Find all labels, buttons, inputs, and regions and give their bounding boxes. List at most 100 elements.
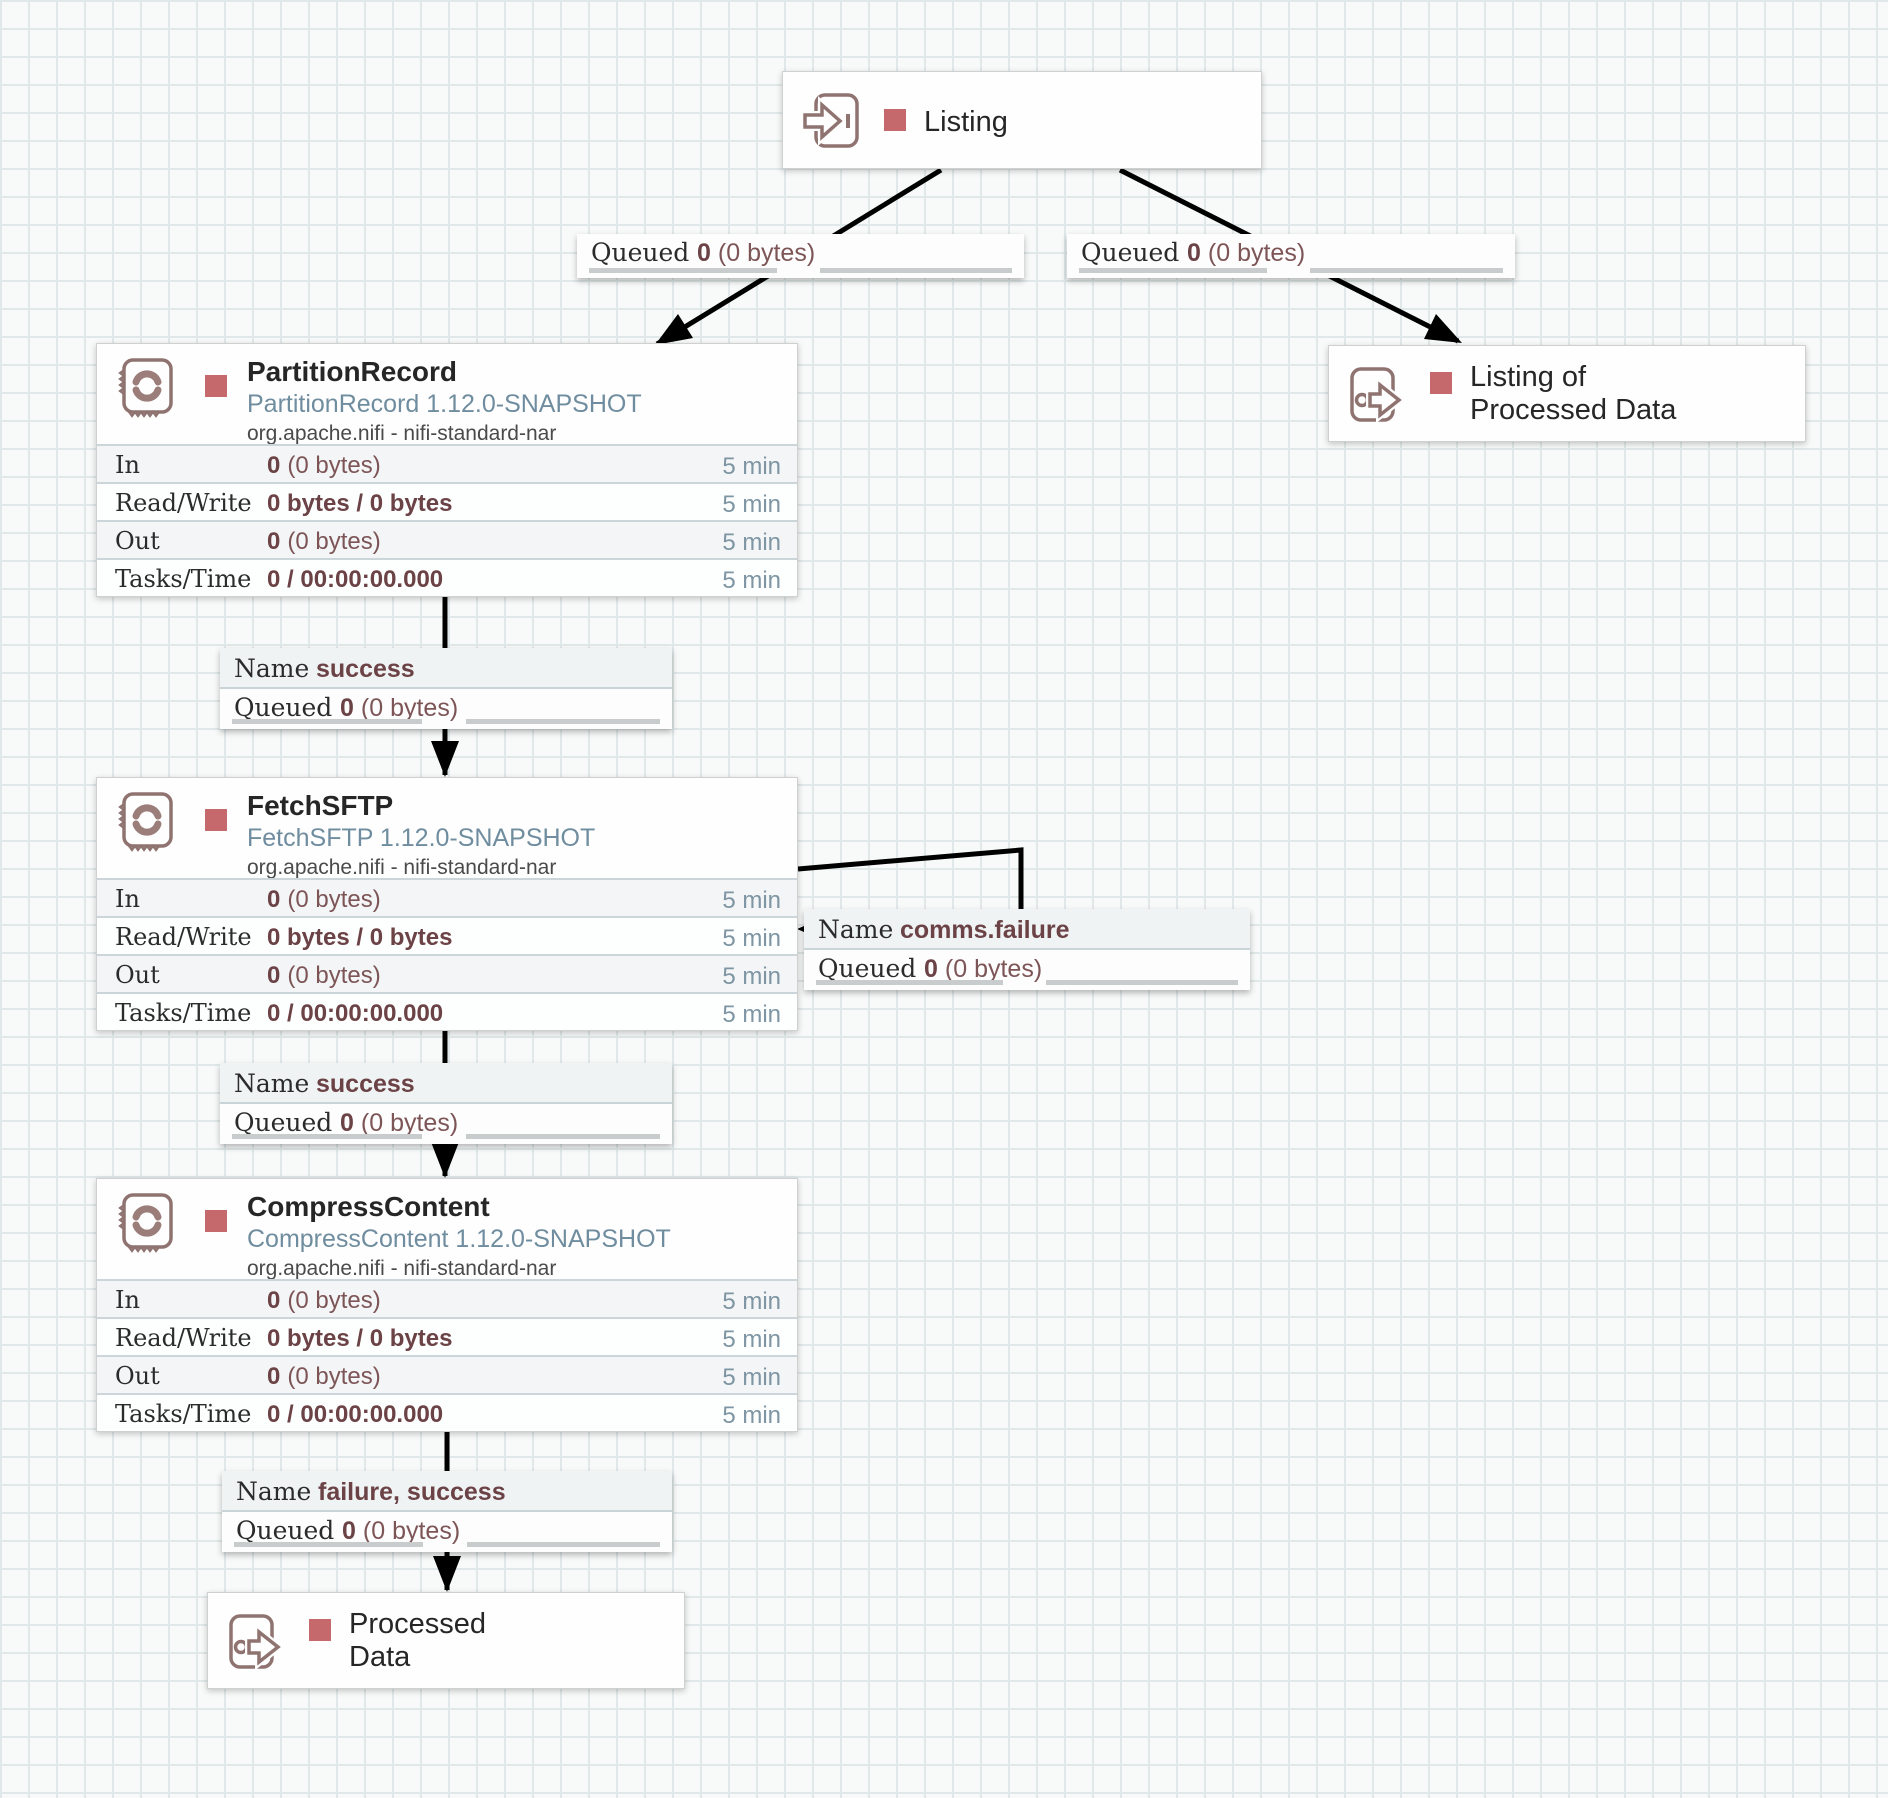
processor-type-version: CompressContent 1.12.0-SNAPSHOT bbox=[247, 1225, 671, 1253]
stat-row-read-write: Read/Write 0 bytes / 0 bytes 5 min bbox=[97, 916, 797, 954]
processor-fetchsftp[interactable]: FetchSFTP FetchSFTP 1.12.0-SNAPSHOT org.… bbox=[96, 777, 798, 1031]
connection-label-success-1[interactable]: Name success Queued 0(0 bytes) bbox=[220, 648, 672, 729]
processor-type-version: FetchSFTP 1.12.0-SNAPSHOT bbox=[247, 824, 596, 852]
stat-row-in: In 0(0 bytes) 5 min bbox=[97, 444, 797, 482]
stat-value: 0(0 bytes) bbox=[267, 1287, 381, 1314]
connection-label-failure-success[interactable]: Name failure, success Queued 0(0 bytes) bbox=[222, 1471, 672, 1552]
connection-label-comms-failure[interactable]: Name comms.failure Queued 0(0 bytes) bbox=[804, 909, 1250, 990]
queue-size-bar bbox=[466, 1542, 660, 1547]
stat-row-read-write: Read/Write 0 bytes / 0 bytes 5 min bbox=[97, 1317, 797, 1355]
processor-partitionrecord[interactable]: PartitionRecord PartitionRecord 1.12.0-S… bbox=[96, 343, 798, 597]
stat-row-out: Out 0(0 bytes) 5 min bbox=[97, 520, 797, 558]
stat-label: Out bbox=[115, 1362, 160, 1390]
name-label: Name bbox=[818, 915, 894, 944]
stat-window: 5 min bbox=[722, 453, 781, 480]
stat-window: 5 min bbox=[722, 963, 781, 990]
stat-label: Out bbox=[115, 961, 160, 989]
queued-row: Queued 0(0 bytes) bbox=[804, 950, 1250, 990]
stat-value: 0 / 00:00:00.000 bbox=[267, 566, 444, 593]
stat-value: 0 / 00:00:00.000 bbox=[267, 1401, 444, 1428]
arrowhead-icon bbox=[431, 1142, 459, 1178]
queue-count-bar bbox=[1079, 268, 1268, 273]
queue-count-bar bbox=[816, 980, 1004, 985]
queued-row: Queued 0(0 bytes) bbox=[220, 689, 672, 729]
processor-name: PartitionRecord bbox=[247, 356, 458, 387]
arrowhead-icon bbox=[1424, 314, 1462, 343]
stopped-status-icon bbox=[1430, 372, 1452, 394]
stopped-status-icon bbox=[205, 809, 227, 831]
port-name: Listing bbox=[924, 106, 1008, 138]
queue-count-bar bbox=[234, 1542, 423, 1547]
port-name: Listing of Processed Data bbox=[1470, 361, 1677, 426]
stat-label: In bbox=[115, 1286, 140, 1314]
queued-value: 0(0 bytes) bbox=[924, 955, 1043, 983]
stat-window: 5 min bbox=[722, 1402, 781, 1429]
stat-label: In bbox=[115, 885, 140, 913]
stat-label: Read/Write bbox=[115, 923, 252, 951]
stat-label: Read/Write bbox=[115, 489, 252, 517]
name-row: Name comms.failure bbox=[804, 909, 1250, 950]
connection-label-listing-to-partitionrecord[interactable]: Queued 0(0 bytes) bbox=[577, 234, 1024, 278]
queue-size-bar bbox=[465, 719, 660, 724]
queued-label: Queued bbox=[1081, 238, 1180, 267]
port-name: Processed Data bbox=[349, 1608, 487, 1673]
queued-label: Queued bbox=[234, 1108, 333, 1137]
queued-value: 0(0 bytes) bbox=[340, 694, 459, 722]
stat-window: 5 min bbox=[722, 529, 781, 556]
stat-label: Tasks/Time bbox=[115, 1400, 252, 1428]
processor-header: FetchSFTP FetchSFTP 1.12.0-SNAPSHOT org.… bbox=[97, 778, 797, 879]
queued-label: Queued bbox=[234, 693, 333, 722]
stat-value: 0(0 bytes) bbox=[267, 886, 381, 913]
stat-row-in: In 0(0 bytes) 5 min bbox=[97, 878, 797, 916]
processor-bundle: org.apache.nifi - nifi-standard-nar bbox=[247, 422, 557, 445]
stat-window: 5 min bbox=[722, 1364, 781, 1391]
stat-row-read-write: Read/Write 0 bytes / 0 bytes 5 min bbox=[97, 482, 797, 520]
stat-window: 5 min bbox=[722, 1001, 781, 1028]
processor-header: PartitionRecord PartitionRecord 1.12.0-S… bbox=[97, 344, 797, 445]
input-port-listing[interactable]: Listing bbox=[782, 71, 1262, 169]
stat-row-out: Out 0(0 bytes) 5 min bbox=[97, 954, 797, 992]
processor-type-version: PartitionRecord 1.12.0-SNAPSHOT bbox=[247, 390, 642, 418]
stat-window: 5 min bbox=[722, 887, 781, 914]
arrowhead-icon bbox=[431, 741, 459, 777]
output-port-icon bbox=[1349, 366, 1407, 424]
queued-label: Queued bbox=[236, 1516, 335, 1545]
name-label: Name bbox=[234, 654, 310, 683]
processor-compresscontent[interactable]: CompressContent CompressContent 1.12.0-S… bbox=[96, 1178, 798, 1432]
output-port-processed-data[interactable]: Processed Data bbox=[207, 1592, 685, 1689]
input-port-icon bbox=[803, 92, 861, 150]
stat-label: In bbox=[115, 451, 140, 479]
queued-row: Queued 0(0 bytes) bbox=[222, 1512, 672, 1552]
stopped-status-icon bbox=[205, 375, 227, 397]
processor-name: CompressContent bbox=[247, 1191, 490, 1222]
stat-label: Out bbox=[115, 527, 160, 555]
queued-row: Queued 0(0 bytes) bbox=[577, 234, 1024, 278]
arrowhead-icon bbox=[433, 1556, 461, 1592]
name-row: Name failure, success bbox=[222, 1471, 672, 1512]
stat-row-in: In 0(0 bytes) 5 min bbox=[97, 1279, 797, 1317]
queued-value: 0(0 bytes) bbox=[697, 239, 816, 267]
stat-label: Read/Write bbox=[115, 1324, 252, 1352]
queue-size-bar bbox=[1046, 980, 1238, 985]
stopped-status-icon bbox=[309, 1619, 331, 1641]
stat-value: 0(0 bytes) bbox=[267, 1363, 381, 1390]
queue-size-bar bbox=[465, 1134, 660, 1139]
name-row: Name success bbox=[220, 1063, 672, 1104]
queued-label: Queued bbox=[591, 238, 690, 267]
stat-window: 5 min bbox=[722, 1326, 781, 1353]
queued-value: 0(0 bytes) bbox=[340, 1109, 459, 1137]
queued-label: Queued bbox=[818, 954, 917, 983]
relationship-name: comms.failure bbox=[900, 916, 1070, 944]
queue-size-bar bbox=[1310, 268, 1503, 273]
relationship-name: success bbox=[316, 655, 415, 683]
stat-window: 5 min bbox=[722, 567, 781, 594]
connection-label-success-2[interactable]: Name success Queued 0(0 bytes) bbox=[220, 1063, 672, 1144]
processor-bundle: org.apache.nifi - nifi-standard-nar bbox=[247, 856, 557, 879]
stat-window: 5 min bbox=[722, 1288, 781, 1315]
stat-value: 0 bytes / 0 bytes bbox=[267, 490, 453, 517]
queue-count-bar bbox=[232, 719, 422, 724]
output-port-listing-of-processed-data[interactable]: Listing of Processed Data bbox=[1328, 345, 1806, 442]
connection-label-listing-to-output-port[interactable]: Queued 0(0 bytes) bbox=[1067, 234, 1515, 278]
queued-value: 0(0 bytes) bbox=[342, 1517, 461, 1545]
